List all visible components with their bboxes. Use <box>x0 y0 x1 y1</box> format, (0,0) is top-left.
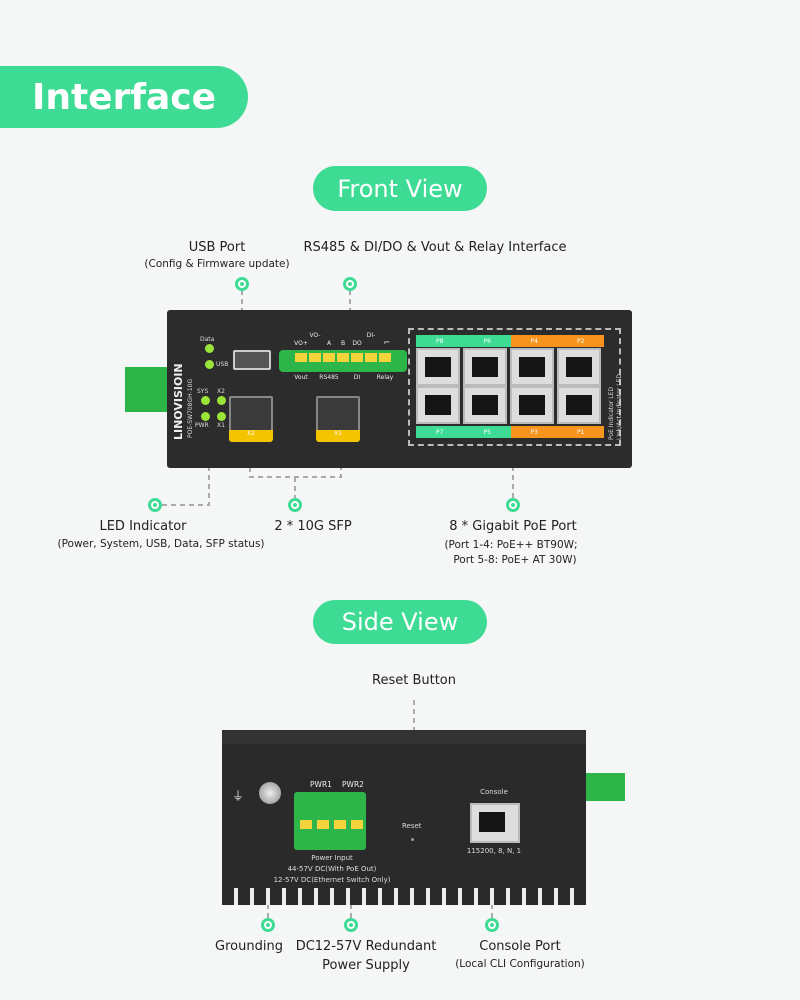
pwr1-label: PWR1 <box>310 780 332 789</box>
side-din-connector <box>585 773 625 801</box>
console-marker-dot <box>485 918 499 932</box>
din-rail-connector <box>125 367 169 412</box>
poe-port-group: P8 P6 P4 P2 P7 P5 P3 P1 PoE Indicator LED Li… <box>408 328 623 446</box>
terminal-label-vout: Vout <box>294 374 308 381</box>
port-label: P7 <box>436 428 444 436</box>
poe-marker-dot <box>506 498 520 512</box>
led-label-pwr: PWR <box>195 422 209 429</box>
led-label-x2: X2 <box>217 388 225 395</box>
power-terminal-block <box>294 792 366 850</box>
rj45-port <box>416 386 460 424</box>
console-port-label: Console Port <box>479 939 561 954</box>
rj45-port <box>463 348 507 386</box>
reset-button[interactable] <box>411 838 414 841</box>
terminal-label-rs485: RS485 <box>319 374 339 381</box>
led-x1 <box>217 412 226 421</box>
rs485-label: RS485 & DI/DO & Vout & Relay Interface <box>303 240 567 255</box>
led-label-data: Data <box>200 336 215 343</box>
led-label-usb: USB <box>216 361 229 368</box>
terminal-label-di-minus: DI- <box>366 332 376 339</box>
power-input-text: Power Input <box>311 854 353 862</box>
led-usb <box>205 360 214 369</box>
port-label: P6 <box>483 337 491 345</box>
port-label: P4 <box>530 337 538 345</box>
power-line-1: 44-57V DC(With PoE Out) <box>287 865 377 873</box>
pwr2-label: PWR2 <box>342 780 364 789</box>
sfp-port-x2 <box>229 396 273 432</box>
sfp-tag-x2: X2 <box>229 430 273 442</box>
led-data <box>205 344 214 353</box>
usb-port-label: USB Port <box>188 240 246 255</box>
console-rj45-port <box>470 803 520 843</box>
terminal-label-vo-minus: VO- <box>309 332 321 339</box>
model-text: POE-SW708GH-10G <box>187 378 194 438</box>
power-label-2: Power Supply <box>322 958 410 973</box>
port-label: P1 <box>577 428 585 436</box>
link-led-legend: Link/Act Indicator LED <box>616 373 623 440</box>
power-marker-dot <box>344 918 358 932</box>
poe-sub-2: Port 5-8: PoE+ AT 30W) <box>453 554 577 566</box>
poe-led-legend: PoE Indicator LED <box>608 387 615 440</box>
sfp-marker-dot <box>288 498 302 512</box>
reset-button-label: Reset Button <box>372 673 456 688</box>
heat-fins-top <box>222 730 586 744</box>
terminal-block <box>279 350 407 372</box>
led-pwr <box>201 412 210 421</box>
terminal-label-di: DI <box>353 374 361 381</box>
rj45-port <box>510 386 554 424</box>
led-label-sys: SYS <box>197 388 209 395</box>
port-label: P5 <box>483 428 491 436</box>
terminal-label-relay: Relay <box>376 374 394 381</box>
terminal-label-vo-plus: VO+ <box>294 340 308 347</box>
brand-logo: LINOVISIOIN <box>172 363 185 440</box>
interface-title: Interface <box>0 66 248 128</box>
switch-side-panel: ⏚ PWR1 PWR2 Reset Power Input 44-57V DC(… <box>222 730 586 905</box>
rj45-port <box>463 386 507 424</box>
terminal-label-do: DO <box>352 340 362 347</box>
console-text: Console <box>480 788 508 796</box>
usb-port-sub: (Config & Firmware update) <box>144 258 290 270</box>
sfp-tag-x1: X1 <box>316 430 360 442</box>
led-marker-dot <box>148 498 162 512</box>
power-label-1: DC12-57V Redundant <box>295 939 437 954</box>
led-label-x1: X1 <box>217 422 225 429</box>
poe-label: 8 * Gigabit PoE Port <box>449 519 577 534</box>
rj45-port <box>416 348 460 386</box>
poe-sub-1: (Port 1-4: PoE++ BT90W; <box>444 539 578 551</box>
reset-text: Reset <box>402 822 422 830</box>
rj45-port <box>510 348 554 386</box>
port-label: P3 <box>530 428 538 436</box>
port-label: P2 <box>577 337 585 345</box>
led-sys <box>201 396 210 405</box>
grounding-screw <box>259 782 281 804</box>
power-line-2: 12-57V DC(Ethernet Switch Only) <box>273 876 391 884</box>
port-label: P8 <box>436 337 444 345</box>
rs485-marker-dot <box>343 277 357 291</box>
terminal-label-a: A <box>326 340 332 347</box>
rj45-port <box>557 386 601 424</box>
led-indicator-label: LED Indicator <box>99 519 187 534</box>
console-settings: 115200, 8, N, 1 <box>466 847 522 855</box>
sfp-port-x1 <box>316 396 360 432</box>
grounding-marker-dot <box>261 918 275 932</box>
console-port-sub: (Local CLI Configuration) <box>455 958 585 970</box>
heat-fins-bottom <box>222 888 586 905</box>
led-indicator-sub: (Power, System, USB, Data, SFP status) <box>57 538 265 550</box>
ground-symbol-icon: ⏚ <box>232 789 245 803</box>
sfp-label: 2 * 10G SFP <box>274 519 352 534</box>
relay-switch-icon: ⌐ <box>383 338 391 347</box>
grounding-label: Grounding <box>215 939 283 954</box>
terminal-label-b: B <box>340 340 346 347</box>
rj45-port <box>557 348 601 386</box>
led-x2 <box>217 396 226 405</box>
usb-port <box>233 350 271 370</box>
switch-front-panel: LINOVISIOIN POE-SW708GH-10G Data USB SYS… <box>167 310 632 468</box>
usb-marker-dot <box>235 277 249 291</box>
front-view-heading: Front View <box>313 166 487 211</box>
side-view-heading: Side View <box>313 600 487 644</box>
